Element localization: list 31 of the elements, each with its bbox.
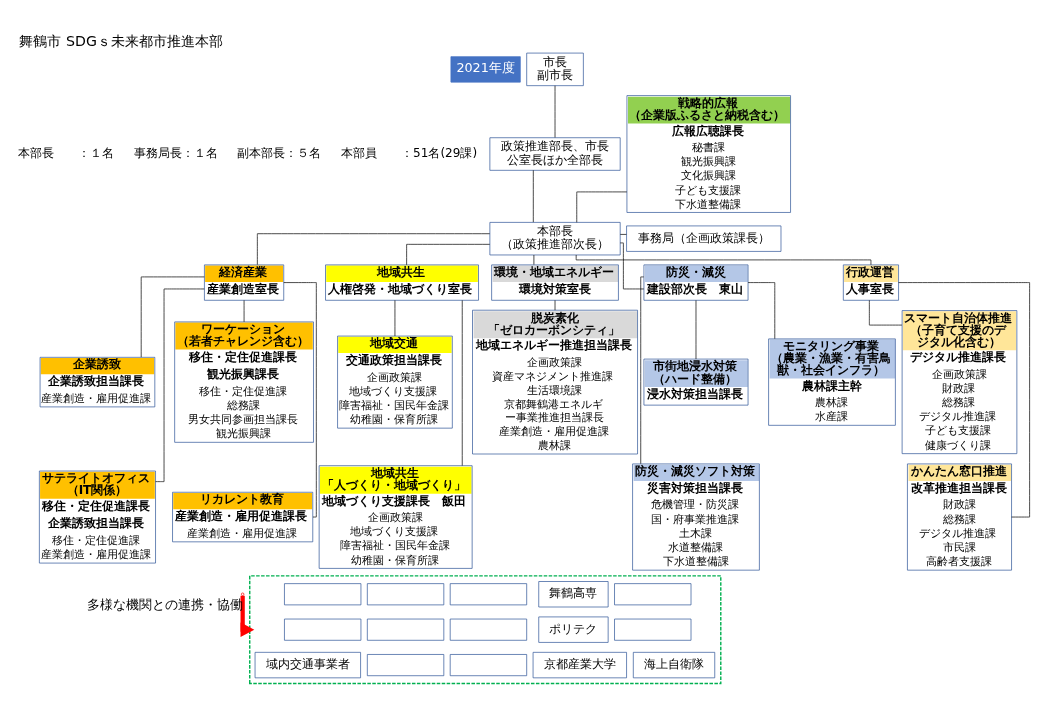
node-box — [449, 654, 528, 677]
connector — [283, 282, 317, 518]
label: 2021年度 — [456, 60, 515, 76]
label: 本部員 ：51名(29課) — [341, 145, 478, 160]
node-box: ポリテク — [538, 616, 609, 643]
connector — [619, 242, 645, 290]
node-box: 舞鶴高専 — [538, 581, 609, 608]
node-box — [284, 583, 362, 606]
arrow — [240, 595, 255, 637]
node-box — [449, 618, 528, 641]
label: 事務局長：１名 — [134, 145, 219, 160]
connector — [898, 282, 1030, 518]
node-box — [284, 618, 362, 641]
label: 本部長 ：１名 — [18, 145, 115, 160]
label: 副本部長：５名 — [237, 145, 322, 160]
node-box: 京都産業大学 — [532, 651, 627, 679]
diagram-title: 舞鶴市 SDGｓ未来都市推進本部 — [19, 33, 223, 49]
node-box: 域内交通事業者 — [254, 651, 361, 679]
node-box: 事務局（企画政策課長） — [626, 225, 782, 252]
cluster — [249, 575, 722, 685]
node-box: 海上自衛隊 — [632, 651, 716, 679]
node-box — [614, 618, 692, 641]
node-box: 本部長 （政策推進部次長） — [489, 222, 621, 256]
node-box — [614, 583, 692, 606]
node-box — [366, 618, 445, 641]
node-box — [449, 583, 528, 606]
node-box: 政策推進部長、市長公室長ほか全部長 — [489, 137, 621, 171]
node-box: 市長 副市長 — [526, 52, 584, 87]
node-box — [366, 583, 445, 606]
node-box — [366, 654, 445, 677]
connector — [640, 276, 645, 465]
